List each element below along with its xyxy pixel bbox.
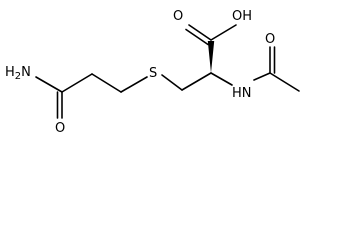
- acetyl-branch: [253, 46, 300, 92]
- bond-c1-c2: [61, 73, 93, 93]
- bond-c2-c3: [91, 73, 122, 93]
- atom-label-h2n: H2N: [5, 65, 31, 82]
- bond-ch2-calpha: [181, 72, 212, 91]
- atom-label-sulfur: S: [149, 66, 157, 81]
- chemical-structure: H2N O S O OH HN O: [5, 9, 300, 136]
- bond-s-ch2: [161, 74, 183, 91]
- atom-label-acid-o: O: [173, 9, 183, 24]
- cysteine-core: [161, 24, 237, 91]
- atom-label-amide-o: O: [55, 121, 65, 136]
- bond-carboxyl-oh: [210, 24, 237, 41]
- bond-carboxyl-o: [188, 24, 212, 41]
- atom-label-nh: HN: [232, 86, 252, 101]
- bond-n-carbonyl: [35, 76, 63, 93]
- atom-labels: H2N O S O OH HN O: [5, 9, 275, 136]
- wedge-bond-calpha-carboxyl: [207, 41, 215, 73]
- bond-calpha-nh: [210, 72, 233, 86]
- amide-branch: [35, 73, 148, 119]
- bond-carboxyl-o-double: [185, 28, 209, 46]
- bond-nh-acetyl-c: [253, 72, 271, 81]
- bond-c3-s: [120, 76, 148, 93]
- atom-label-acid-oh: OH: [232, 9, 252, 24]
- atom-label-acetyl-o: O: [265, 32, 275, 47]
- bond-acetyl-c-methyl: [269, 72, 300, 92]
